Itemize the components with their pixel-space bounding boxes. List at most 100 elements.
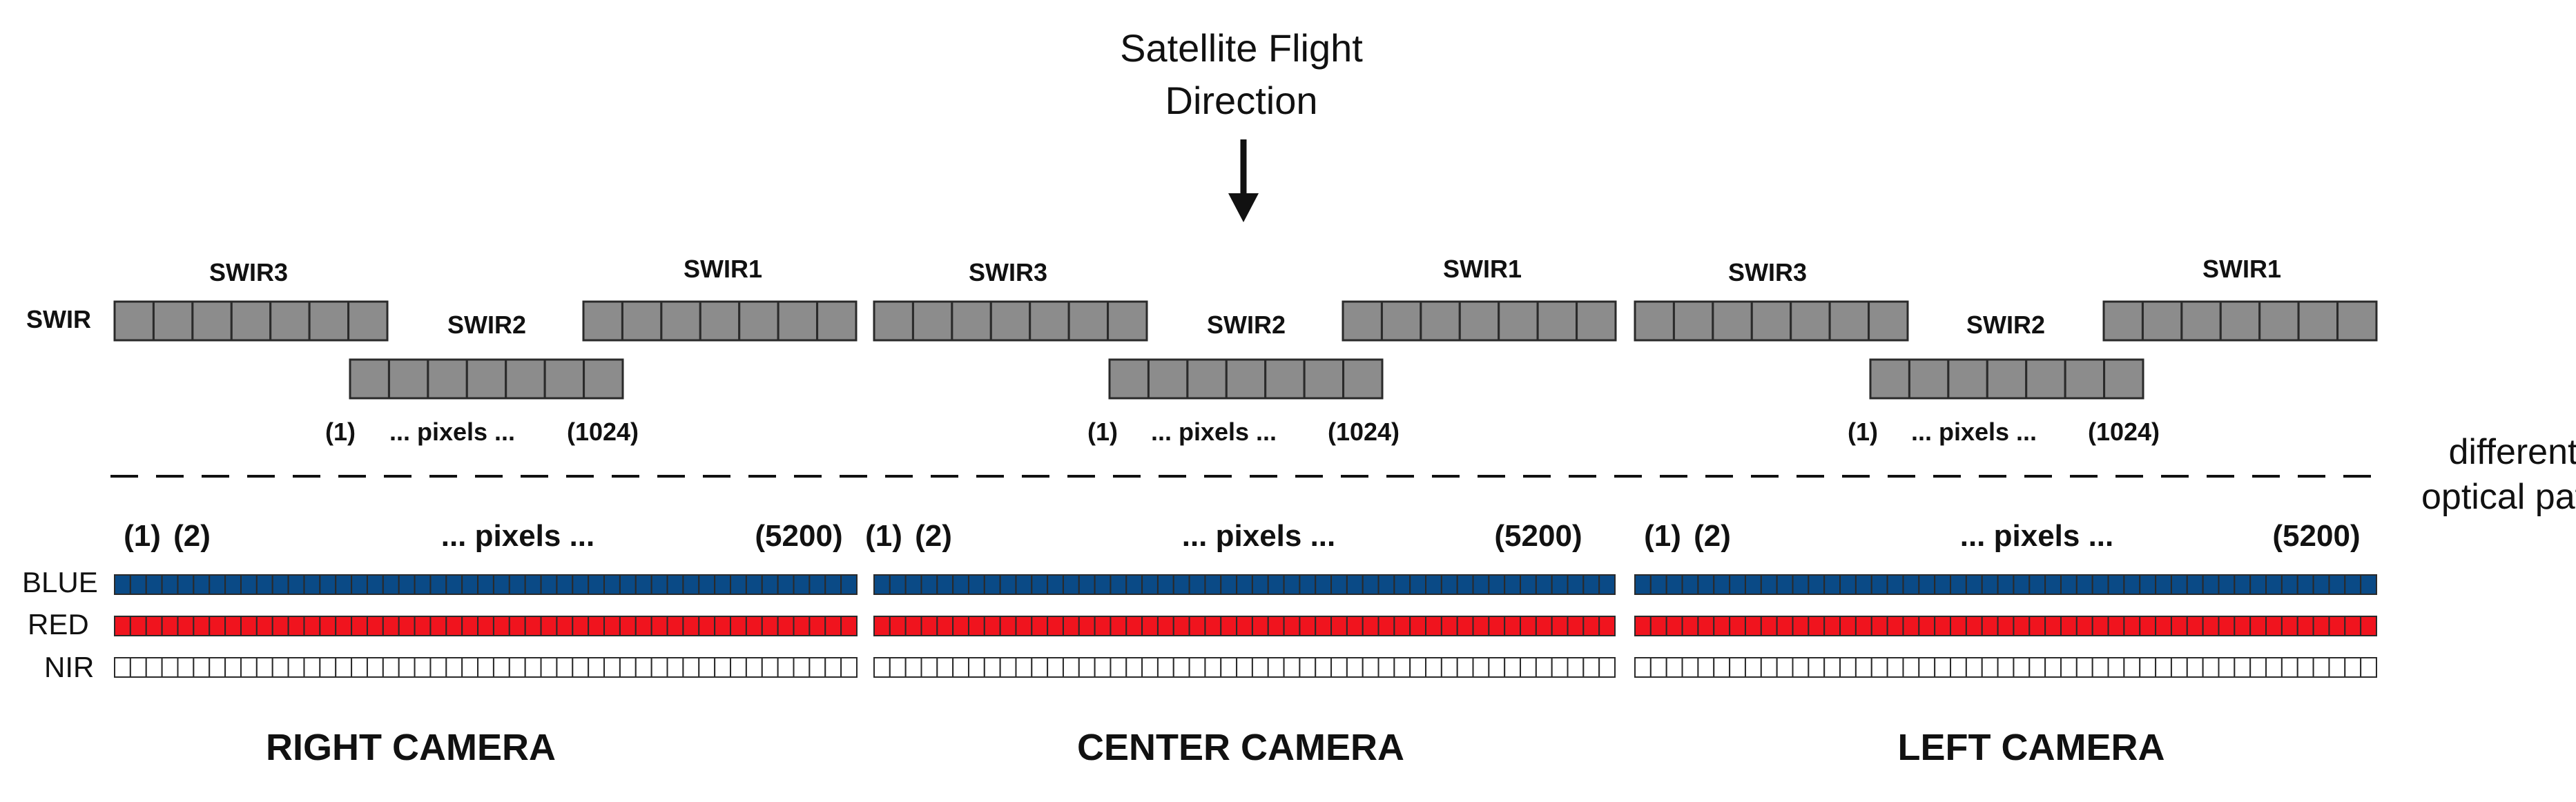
detector-cell	[2234, 657, 2251, 678]
detector-cell	[904, 657, 922, 678]
detector-cell	[635, 657, 652, 678]
detector-cell	[366, 574, 384, 595]
detector-cell	[2155, 657, 2172, 678]
detector-cell	[1649, 616, 1667, 636]
detector-cell	[161, 616, 179, 636]
detector-cell	[920, 574, 938, 595]
detector-cell	[2218, 616, 2236, 636]
detector-cell	[508, 574, 526, 595]
vnir-pixel-second-label: (2)	[915, 519, 952, 553]
detector-cell	[1839, 574, 1857, 595]
detector-cell	[2328, 616, 2346, 636]
detector-cell	[1808, 574, 1826, 595]
detector-cell	[505, 358, 546, 400]
detector-cell	[1220, 616, 1238, 636]
detector-cell	[335, 574, 353, 595]
detector-cell	[936, 574, 954, 595]
swir-pixel-last-label: (1024)	[567, 418, 639, 446]
detector-cell	[230, 300, 272, 342]
detector-cell	[1854, 657, 1872, 678]
detector-cell	[1125, 574, 1143, 595]
detector-cell	[287, 616, 305, 636]
detector-cell	[621, 300, 663, 342]
detector-cell	[224, 616, 242, 636]
red-band-label: RED	[28, 608, 89, 640]
blue-detector-row	[873, 574, 1616, 595]
swir2-detector-row	[1869, 358, 2144, 400]
detector-cell	[1440, 574, 1458, 595]
detector-cell	[255, 574, 273, 595]
detector-cell	[1125, 616, 1143, 636]
detector-cell	[2249, 574, 2267, 595]
detector-cell	[1776, 657, 1794, 678]
detector-cell	[303, 574, 321, 595]
detector-cell	[1488, 574, 1506, 595]
detector-cell	[951, 300, 992, 342]
detector-cell	[461, 616, 479, 636]
detector-cell	[1520, 657, 1537, 678]
detector-cell	[808, 657, 826, 678]
swir3-label: SWIR3	[969, 258, 1047, 286]
detector-cell	[319, 574, 337, 595]
detector-cell	[2296, 657, 2314, 678]
detector-cell	[1776, 574, 1794, 595]
detector-cell	[619, 574, 637, 595]
detector-cell	[414, 616, 432, 636]
swir3-label: SWIR3	[209, 258, 288, 286]
detector-cell	[1078, 657, 1096, 678]
detector-cell	[1156, 616, 1174, 636]
detector-cell	[1520, 616, 1537, 636]
detector-cell	[1267, 574, 1285, 595]
detector-cell	[114, 657, 131, 678]
detector-cell	[177, 657, 195, 678]
detector-cell	[1346, 657, 1364, 678]
detector-cell	[1744, 616, 1762, 636]
detector-cell	[1220, 657, 1238, 678]
detector-cell	[999, 657, 1017, 678]
detector-cell	[840, 574, 858, 595]
detector-cell	[382, 657, 400, 678]
detector-cell	[1062, 616, 1080, 636]
detector-cell	[1808, 657, 1826, 678]
detector-cell	[1634, 300, 1675, 342]
detector-cell	[351, 574, 368, 595]
red-detector-row	[114, 616, 858, 636]
detector-cell	[1918, 657, 1936, 678]
red-detector-row	[1634, 616, 2377, 636]
detector-cell	[698, 616, 716, 636]
detector-cell	[650, 574, 668, 595]
detector-cell	[2025, 358, 2066, 400]
detector-cells	[113, 300, 2378, 678]
detector-cell	[1299, 657, 1317, 678]
detector-cell	[1330, 657, 1348, 678]
swir1-label: SWIR1	[684, 255, 762, 283]
detector-cell	[2170, 657, 2188, 678]
detector-cell	[1947, 358, 1988, 400]
detector-cell	[1236, 574, 1253, 595]
detector-cell	[572, 657, 590, 678]
detector-cell	[145, 574, 163, 595]
detector-cell	[1283, 657, 1301, 678]
detector-cell	[2155, 574, 2172, 595]
detector-cell	[335, 657, 353, 678]
swir-pixels-label: ... pixels ...	[1911, 418, 2037, 446]
detector-cell	[287, 574, 305, 595]
detector-cell	[1362, 616, 1379, 636]
detector-cell	[209, 657, 226, 678]
detector-cell	[1950, 574, 1967, 595]
detector-cell	[1790, 300, 1831, 342]
detector-cell	[1551, 657, 1569, 678]
detector-cell	[1934, 657, 1952, 678]
detector-cell	[2312, 657, 2330, 678]
detector-cell	[1681, 616, 1699, 636]
detector-cell	[873, 657, 891, 678]
detector-cell	[193, 657, 211, 678]
camera-name: CENTER CAMERA	[1077, 727, 1404, 768]
detector-cell	[366, 616, 384, 636]
optical-path-note-line-1: different	[2449, 432, 2576, 472]
detector-cell	[1141, 616, 1159, 636]
detector-cell	[873, 300, 914, 342]
detector-cell	[967, 574, 985, 595]
detector-cell	[1078, 616, 1096, 636]
detector-cell	[1067, 300, 1110, 342]
